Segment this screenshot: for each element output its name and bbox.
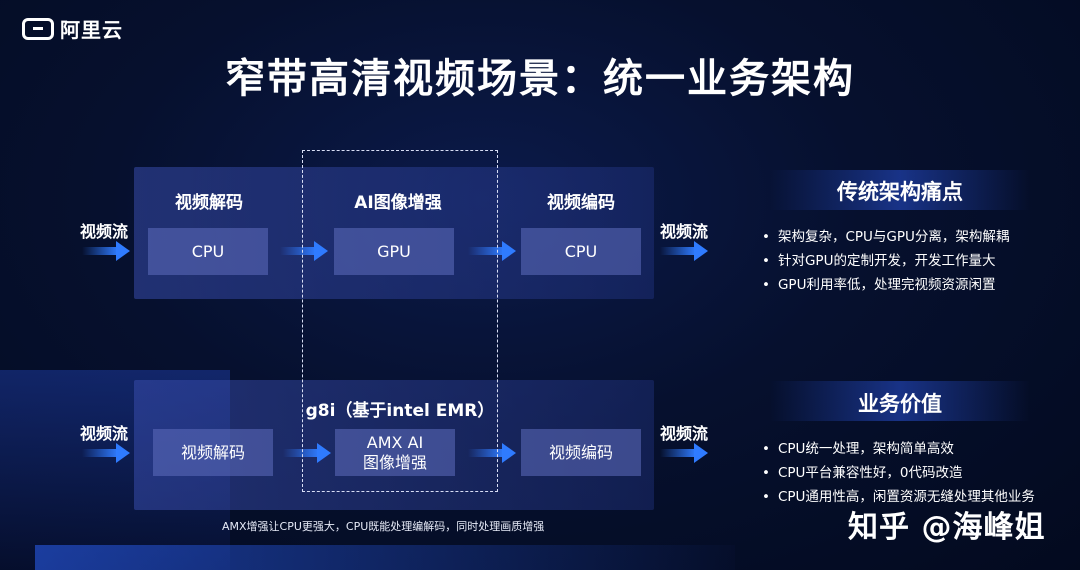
- zhihu-watermark: 知乎 @海峰姐: [848, 510, 1046, 545]
- top-col3-title: 视频编码: [547, 193, 615, 213]
- decorative-glow-bottom: [35, 545, 735, 570]
- top-output-arrow-icon: [660, 241, 708, 261]
- bottom-arrow-1-icon: [283, 443, 331, 463]
- top-input-arrow-icon: [82, 241, 130, 261]
- pain-points-title: 传统架构痛点: [837, 180, 963, 204]
- bottom-input-arrow-icon: [82, 443, 130, 463]
- top-col2-title: AI图像增强: [354, 193, 442, 213]
- pain-point-item: 架构复杂，CPU与GPU分离，架构解耦: [762, 225, 1009, 249]
- brand-logo: 阿里云: [22, 14, 123, 43]
- business-value-item: CPU通用性高，闲置资源无缝处理其他业务: [762, 485, 1035, 509]
- pain-point-item: GPU利用率低，处理完视频资源闲置: [762, 273, 1009, 297]
- pain-point-item: 针对GPU的定制开发，开发工作量大: [762, 249, 1009, 273]
- amx-box-line1: AMX AI: [366, 432, 424, 452]
- bottom-box-amx: AMX AI 图像增强: [335, 429, 455, 476]
- bottom-input-label: 视频流: [80, 424, 129, 443]
- top-arrow-2-icon: [468, 241, 516, 261]
- bottom-middle-title: g8i（基于intel EMR）: [305, 401, 495, 421]
- amx-box-line2: 图像增强: [362, 452, 427, 472]
- ai-enhancement-highlight-frame: [302, 150, 498, 492]
- business-value-title: 业务价值: [858, 392, 942, 416]
- business-value-list: CPU统一处理，架构简单高效 CPU平台兼容性好，0代码改造 CPU通用性高，闲…: [762, 437, 1035, 509]
- brand-name: 阿里云: [60, 18, 123, 42]
- bottom-output-arrow-icon: [660, 443, 708, 463]
- pain-points-list: 架构复杂，CPU与GPU分离，架构解耦 针对GPU的定制开发，开发工作量大 GP…: [762, 225, 1009, 297]
- top-col1-title: 视频解码: [175, 193, 243, 213]
- bottom-output-label: 视频流: [660, 424, 709, 443]
- top-col1-box: CPU: [148, 228, 268, 275]
- top-col2-box: GPU: [334, 228, 454, 275]
- top-input-label: 视频流: [80, 222, 129, 241]
- page-title: 窄带高清视频场景：统一业务架构: [225, 56, 855, 102]
- top-col3-box: CPU: [521, 228, 641, 275]
- business-value-item: CPU平台兼容性好，0代码改造: [762, 461, 1035, 485]
- bottom-arrow-2-icon: [468, 443, 516, 463]
- business-value-item: CPU统一处理，架构简单高效: [762, 437, 1035, 461]
- pain-points-title-bar: [770, 170, 1030, 210]
- bottom-box-encode: 视频编码: [521, 429, 641, 476]
- business-value-title-bar: [770, 381, 1030, 421]
- bottom-box-decode: 视频解码: [153, 429, 273, 476]
- top-arrow-1-icon: [280, 241, 328, 261]
- footer-caption: AMX增强让CPU更强大，CPU既能处理编解码，同时处理画质增强: [222, 520, 545, 533]
- aliyun-logo-icon: [22, 17, 54, 40]
- top-output-label: 视频流: [660, 222, 709, 241]
